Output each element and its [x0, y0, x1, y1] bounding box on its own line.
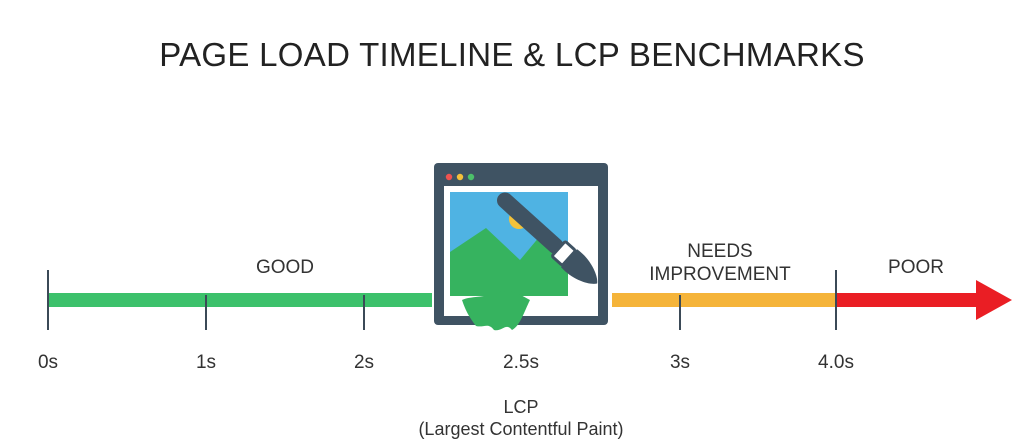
window-dot-green	[467, 173, 475, 181]
zone-label-needs-line2: IMPROVEMENT	[649, 264, 791, 285]
lcp-label-line2: (Largest Contentful Paint)	[418, 419, 624, 439]
lcp-label-line1: LCP	[503, 397, 539, 417]
browser-image-paintbrush-icon	[434, 163, 608, 331]
tick-label-1s: 1s	[195, 352, 217, 373]
tick-label-2-5s: 2.5s	[503, 352, 539, 373]
tick-label-4s: 4.0s	[818, 352, 854, 373]
zone-label-needs-improvement: NEEDS IMPROVEMENT	[649, 240, 790, 286]
lcp-label: LCP (Largest Contentful Paint)	[418, 396, 623, 440]
zone-label-poor: POOR	[888, 257, 944, 278]
window-dot-yellow	[456, 173, 464, 181]
image-hills	[450, 228, 568, 296]
zone-label-needs-line1: NEEDS	[687, 241, 753, 262]
good-bar	[48, 293, 432, 307]
paintbrush-icon	[497, 192, 598, 284]
diagram-title: PAGE LOAD TIMELINE & LCP BENCHMARKS	[159, 36, 865, 73]
zone-label-good: GOOD	[255, 257, 315, 278]
window-dot-red	[445, 173, 453, 181]
tick-label-2s: 2s	[353, 352, 375, 373]
poor-arrowhead	[976, 280, 1012, 320]
paint-spill	[462, 290, 530, 331]
needs-improvement-bar	[612, 293, 836, 307]
poor-bar	[836, 293, 980, 307]
tick-label-3s: 3s	[669, 352, 691, 373]
tick-label-0s: 0s	[37, 352, 59, 373]
